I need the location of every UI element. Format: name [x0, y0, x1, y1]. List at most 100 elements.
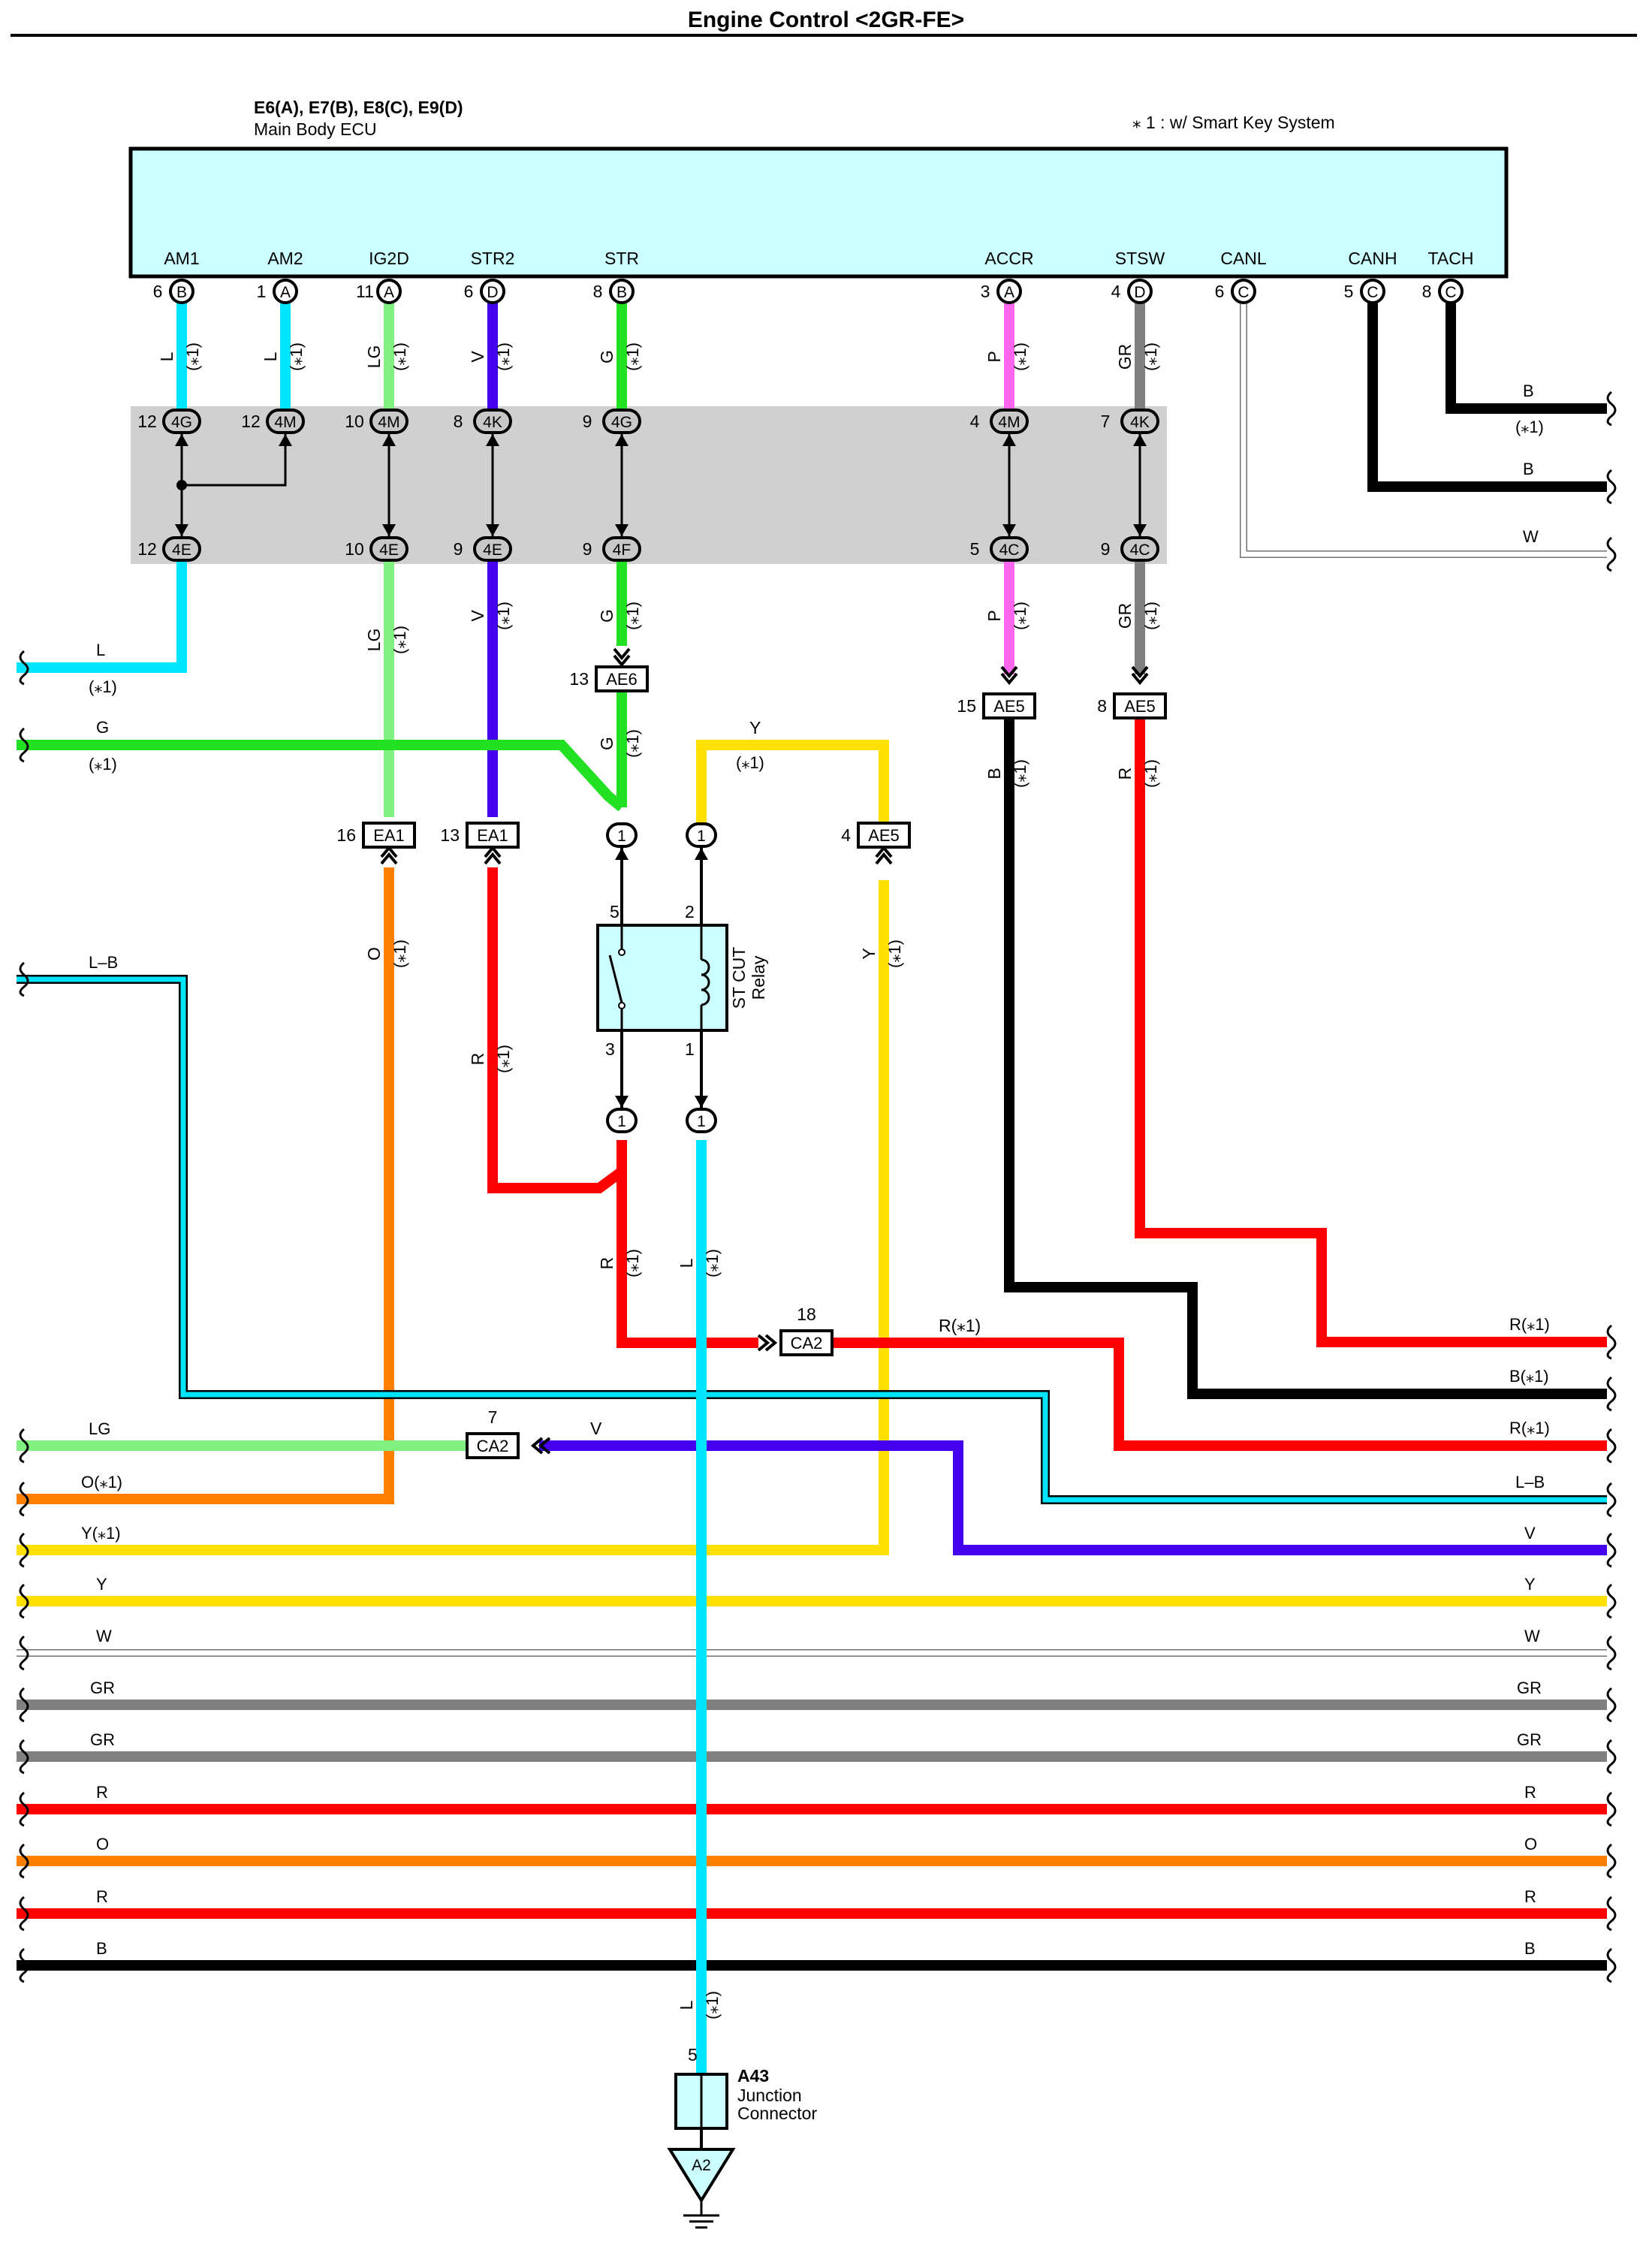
left-wire-label: B — [96, 1939, 107, 1958]
ecu-pin-terminal — [1360, 279, 1385, 304]
right-wire-label: B — [1524, 1939, 1536, 1958]
wire-lb-outline — [17, 975, 1607, 1504]
wire-break-mark — [1606, 1791, 1617, 1827]
connector-id: EA1 — [477, 826, 508, 845]
connector-chevron — [484, 845, 502, 865]
relay-terminal — [686, 822, 717, 848]
wire-y-relay-loop — [696, 740, 889, 835]
jb-connector-pin: 5 — [970, 539, 980, 559]
arrow-head — [279, 434, 292, 446]
ecu-pin-number: 1 — [257, 282, 267, 301]
left-wire-label: G — [96, 718, 109, 737]
connector-pin: 13 — [569, 669, 589, 689]
option-mark-label: (⁎1) — [494, 1045, 513, 1073]
left-wire-label: W — [96, 1627, 112, 1645]
ground-point-a2 — [667, 2148, 736, 2203]
ecu-pin-number: 11 — [356, 282, 374, 301]
left-wire-label: (⁎1) — [89, 755, 117, 774]
left-wire-label: LG — [89, 1419, 110, 1438]
wire-color-label: P — [984, 351, 1004, 362]
wire-color-label: P — [984, 610, 1004, 621]
jb-connector-pin: 10 — [345, 539, 364, 559]
arrow-head — [486, 434, 499, 446]
ecu-pin-connector-letter: A — [1004, 284, 1014, 301]
right-wire-label: R — [1524, 1887, 1536, 1906]
junction-code: A43 — [737, 2066, 769, 2086]
relay-terminal — [686, 1108, 717, 1133]
wire-break-mark — [19, 1791, 29, 1827]
ecu-pin-connector-letter: C — [1445, 284, 1456, 301]
left-wire-label: GR — [90, 1678, 115, 1697]
right-wire-label: W — [1524, 1627, 1540, 1645]
jb-connector-pin: 9 — [1101, 539, 1111, 559]
wire-color-label: Y — [859, 948, 879, 959]
relay-terminal-label: 1 — [697, 1113, 706, 1130]
wire-r-ca2-right — [834, 1338, 1607, 1451]
wire-color-label: GR — [1115, 344, 1135, 370]
diagram-title: Engine Control <2GR-FE> — [688, 8, 964, 32]
right-wire-label: GR — [1517, 1730, 1542, 1749]
splice-dot — [176, 480, 187, 490]
jb-connector-id: 4F — [613, 541, 632, 559]
option-mark-label: (⁎1) — [390, 626, 409, 654]
wire-break-mark — [1606, 1739, 1617, 1775]
connector-ca2-7 — [466, 1432, 520, 1459]
ecu-pin-terminal — [1438, 279, 1464, 304]
wire-label: Y — [749, 718, 761, 737]
jb-connector-id: 4E — [379, 541, 399, 559]
relay-pin-number: 5 — [610, 902, 620, 921]
option-mark-label: (⁎1) — [1141, 759, 1160, 788]
ecu-pin-label: STR2 — [471, 249, 515, 268]
wire-color-label: R — [1115, 768, 1135, 780]
wire-color-label: B — [984, 768, 1004, 779]
jb-bottom-connector — [990, 536, 1029, 562]
component-layer — [19, 279, 1617, 2229]
connector-id: AE5 — [868, 826, 900, 845]
wire-color-label: V — [468, 610, 487, 622]
option-mark-label: (⁎1) — [623, 602, 642, 630]
connector-ae5-8 — [1113, 692, 1167, 719]
option-mark-label: (⁎1) — [1011, 759, 1029, 788]
wire-color-label: G — [597, 737, 616, 750]
ecu-pin-number: 8 — [1422, 282, 1432, 301]
ecu-pin-number: 5 — [1344, 282, 1354, 301]
wire-layer — [17, 303, 1607, 2074]
jb-connector-pin: 12 — [241, 412, 261, 431]
ecu-pin-number: 3 — [981, 282, 990, 301]
ecu-pin-terminal — [169, 279, 194, 304]
connector-chevron — [1131, 665, 1149, 686]
wire-color-label: G — [597, 350, 616, 363]
ecu-pin-terminal — [996, 279, 1022, 304]
wire-color-label: R — [468, 1053, 487, 1066]
wire-break-mark — [1606, 536, 1617, 572]
left-wire-label: L–B — [89, 953, 118, 972]
right-wire-label: B — [1523, 382, 1534, 400]
connector-chevron — [875, 845, 893, 865]
wire-o-to-left — [17, 867, 394, 1504]
option-mark-label: (⁎1) — [1141, 602, 1160, 630]
jb-top-connector — [1120, 409, 1159, 434]
connector-id: CA2 — [791, 1334, 823, 1353]
option-mark-label: (⁎1) — [623, 342, 642, 371]
ecu-pin-label: ACCR — [984, 249, 1033, 268]
ecu-pin-label: AM1 — [164, 249, 199, 268]
jb-connector-pin: 10 — [345, 412, 364, 431]
ground-id: A2 — [692, 2157, 711, 2174]
right-wire-label: (⁎1) — [1515, 418, 1544, 436]
ecu-pin-terminal — [609, 279, 635, 304]
option-mark-label: (⁎1) — [736, 753, 764, 772]
arrow-head — [486, 524, 499, 536]
wire-break-mark — [1606, 1687, 1617, 1723]
ecu-pin-label: CANL — [1220, 249, 1267, 268]
jb-connector-id: 4C — [999, 541, 1020, 559]
relay-terminal — [606, 822, 638, 848]
wire-break-mark — [1606, 1843, 1617, 1879]
jb-connector-id: 4K — [1130, 414, 1150, 431]
jb-top-connector — [990, 409, 1029, 434]
option-mark-label: (⁎1) — [703, 1991, 722, 2019]
right-wire-label: R(⁎1) — [1509, 1419, 1550, 1437]
right-wire-label: O — [1524, 1835, 1537, 1853]
ecu-pin-number: 4 — [1111, 282, 1121, 301]
wire-break-mark — [1606, 1896, 1617, 1932]
